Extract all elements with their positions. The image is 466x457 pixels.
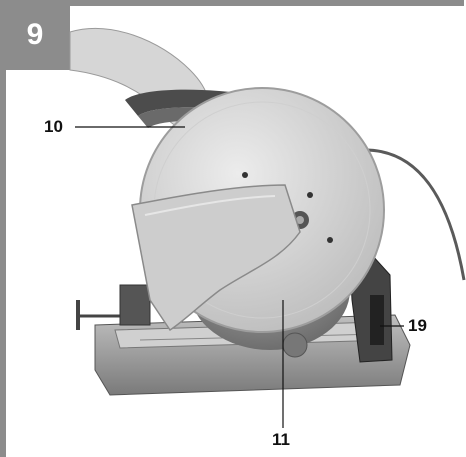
callout-10: 10 xyxy=(44,117,63,136)
callout-19: 19 xyxy=(408,316,427,335)
callout-11: 11 xyxy=(272,430,290,449)
figure-number: 9 xyxy=(26,18,44,51)
power-cord xyxy=(364,148,466,281)
figure-number-badge: 9 xyxy=(0,0,70,70)
frame-border-top xyxy=(70,0,464,6)
frame-border-left xyxy=(0,70,6,457)
vise-spindle xyxy=(76,284,151,330)
swing-guard xyxy=(131,184,301,332)
